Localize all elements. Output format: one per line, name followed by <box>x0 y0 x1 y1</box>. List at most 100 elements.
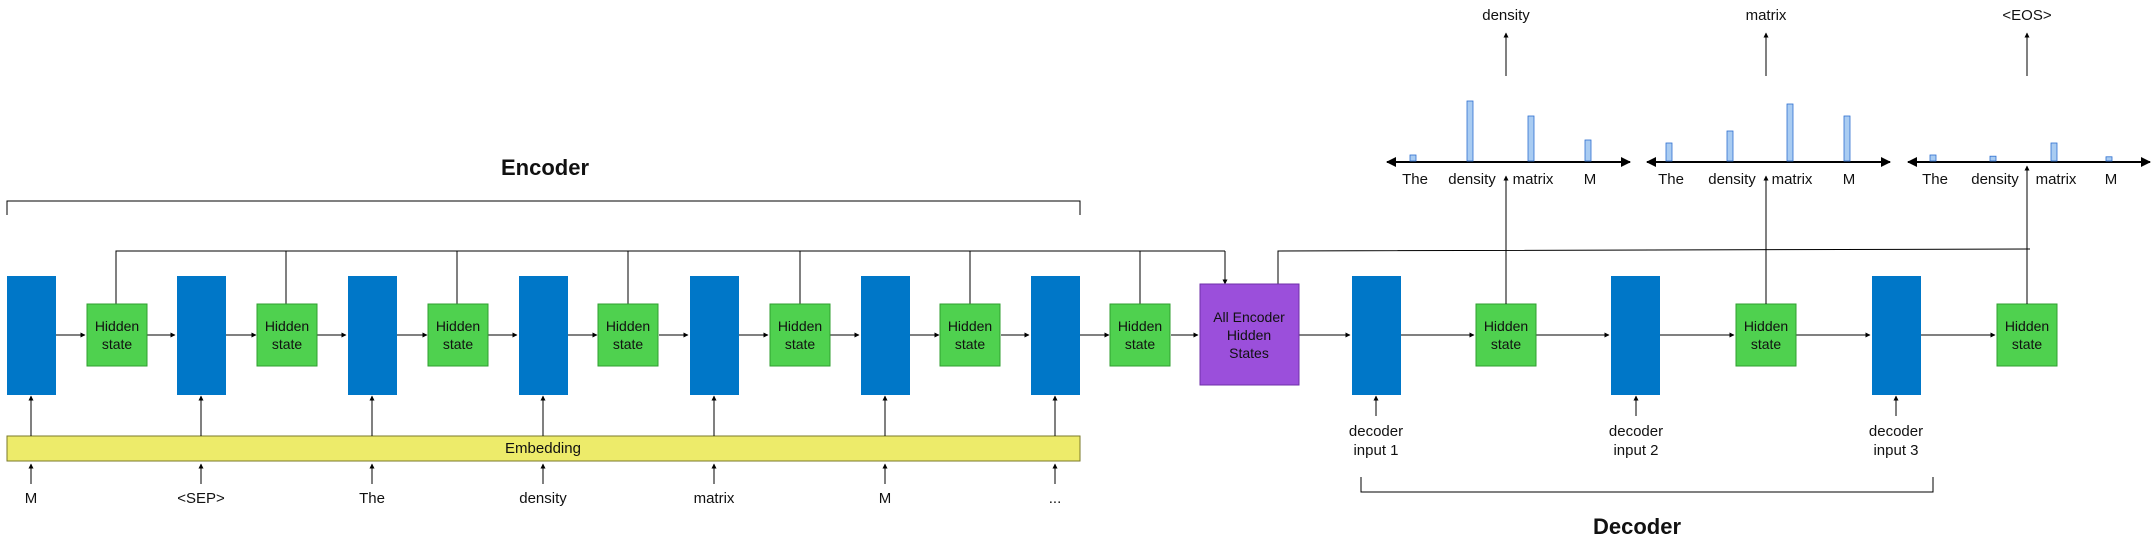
svg-text:Hidden: Hidden <box>1484 318 1528 334</box>
svg-text:Hidden: Hidden <box>2005 318 2049 334</box>
encoder-cell <box>861 276 910 395</box>
svg-text:state: state <box>1491 336 1522 352</box>
svg-text:Hidden: Hidden <box>606 318 650 334</box>
svg-text:state: state <box>613 336 644 352</box>
decoder-cell <box>1611 276 1660 395</box>
decoder-cell <box>1352 276 1401 395</box>
encoder-cells <box>7 276 1080 395</box>
attention-tick-label: density <box>1708 171 1756 188</box>
decoder-hidden-state: Hidden state <box>1475 303 1537 367</box>
attention-tick-label: matrix <box>1772 171 1813 188</box>
svg-text:Hidden: Hidden <box>1118 318 1162 334</box>
attention-bar <box>1929 154 1937 162</box>
encoder-title: Encoder <box>501 155 589 180</box>
encoder-hidden-state: Hidden state <box>769 303 831 367</box>
decoder-input: decoder input 2 <box>1609 395 1663 459</box>
svg-text:Hidden: Hidden <box>265 318 309 334</box>
attention-tick-label: The <box>1922 171 1948 188</box>
encoder-cell <box>690 276 739 395</box>
svg-text:decoder: decoder <box>1609 423 1663 440</box>
attention-chart: The density matrix M <box>1646 103 1891 188</box>
svg-text:state: state <box>102 336 133 352</box>
decoder-output-token: matrix <box>1746 7 1787 24</box>
decoder-hidden-state: Hidden state <box>1735 303 1797 367</box>
attention-bar <box>1584 139 1592 162</box>
svg-text:Hidden: Hidden <box>436 318 480 334</box>
attention-tick-label: matrix <box>2036 171 2077 188</box>
attention-tick-label: The <box>1402 171 1428 188</box>
attention-to-output-arrows <box>1503 32 2030 76</box>
svg-text:input 1: input 1 <box>1353 442 1398 459</box>
svg-text:state: state <box>443 336 474 352</box>
svg-text:state: state <box>272 336 303 352</box>
svg-text:input 2: input 2 <box>1613 442 1658 459</box>
embedding-to-cell-arrows <box>28 395 1058 436</box>
input-token: M <box>25 463 38 507</box>
encoder-hidden-state: Hidden state <box>256 303 318 367</box>
attention-bar <box>1726 130 1734 162</box>
attention-bar <box>2105 156 2113 162</box>
decoder-title: Decoder <box>1593 514 1681 539</box>
encoder-cell <box>348 276 397 395</box>
attention-bar <box>2050 142 2058 162</box>
svg-text:density: density <box>519 490 567 507</box>
input-token: density <box>519 463 567 507</box>
input-token: <SEP> <box>177 463 225 507</box>
encoder-hidden-state: Hidden state <box>427 303 489 367</box>
decoder-cells <box>1352 276 1921 395</box>
attention-tick-label: matrix <box>1513 171 1554 188</box>
svg-text:decoder: decoder <box>1349 423 1403 440</box>
attention-bar <box>1843 115 1851 162</box>
decoder-output-token: <EOS> <box>2002 7 2051 24</box>
encoder-hidden-state: Hidden state <box>597 303 659 367</box>
attention-tick-label: M <box>1584 171 1597 188</box>
encoder-cell <box>177 276 226 395</box>
attention-chart: The density matrix M <box>1386 100 1631 188</box>
encoder-bracket <box>6 200 1081 215</box>
encoder-hidden-state: Hidden state <box>939 303 1001 367</box>
hidden-to-attention-arrows <box>1503 165 2030 304</box>
attention-bar <box>1466 100 1474 162</box>
encoder-cell <box>519 276 568 395</box>
svg-text:state: state <box>2012 336 2043 352</box>
decoder-hidden-state: Hidden state <box>1996 303 2058 367</box>
input-token: M <box>879 463 892 507</box>
attention-tick-label: M <box>1843 171 1856 188</box>
svg-text:Embedding: Embedding <box>505 440 581 457</box>
svg-text:<SEP>: <SEP> <box>177 490 225 507</box>
svg-text:Hidden: Hidden <box>1744 318 1788 334</box>
attention-tick-label: density <box>1971 171 2019 188</box>
decoder-cell <box>1872 276 1921 395</box>
encoder-hidden-state: Hidden state <box>1109 303 1171 367</box>
attention-bar <box>1665 142 1673 162</box>
attention-tick-label: M <box>2105 171 2118 188</box>
decoder-input: decoder input 1 <box>1349 395 1403 459</box>
context-line <box>1277 248 2031 284</box>
svg-text:Hidden: Hidden <box>95 318 139 334</box>
svg-text:All Encoder: All Encoder <box>1213 309 1285 325</box>
svg-text:Hidden: Hidden <box>948 318 992 334</box>
input-token: matrix <box>694 463 735 507</box>
svg-text:state: state <box>1751 336 1782 352</box>
svg-text:state: state <box>785 336 816 352</box>
encoder-cell <box>1031 276 1080 395</box>
encoder-cell <box>7 276 56 395</box>
svg-text:Hidden: Hidden <box>1227 327 1271 343</box>
svg-text:state: state <box>955 336 986 352</box>
svg-text:input 3: input 3 <box>1873 442 1918 459</box>
svg-text:state: state <box>1125 336 1156 352</box>
encoder-collector-line <box>115 250 1225 304</box>
decoder-input: decoder input 3 <box>1869 395 1923 459</box>
svg-text:The: The <box>359 490 385 507</box>
attention-tick-label: The <box>1658 171 1684 188</box>
decoder-output-token: density <box>1482 7 1530 24</box>
attention-charts: The density matrix M The density matrix M The den… <box>1386 100 2151 188</box>
attention-tick-label: density <box>1448 171 1496 188</box>
embedding-layer: Embedding <box>6 435 1081 462</box>
svg-text:decoder: decoder <box>1869 423 1923 440</box>
svg-text:States: States <box>1229 345 1269 361</box>
attention-bar <box>1786 103 1794 162</box>
svg-text:M: M <box>879 490 892 507</box>
svg-text:M: M <box>25 490 38 507</box>
svg-text:Hidden: Hidden <box>778 318 822 334</box>
